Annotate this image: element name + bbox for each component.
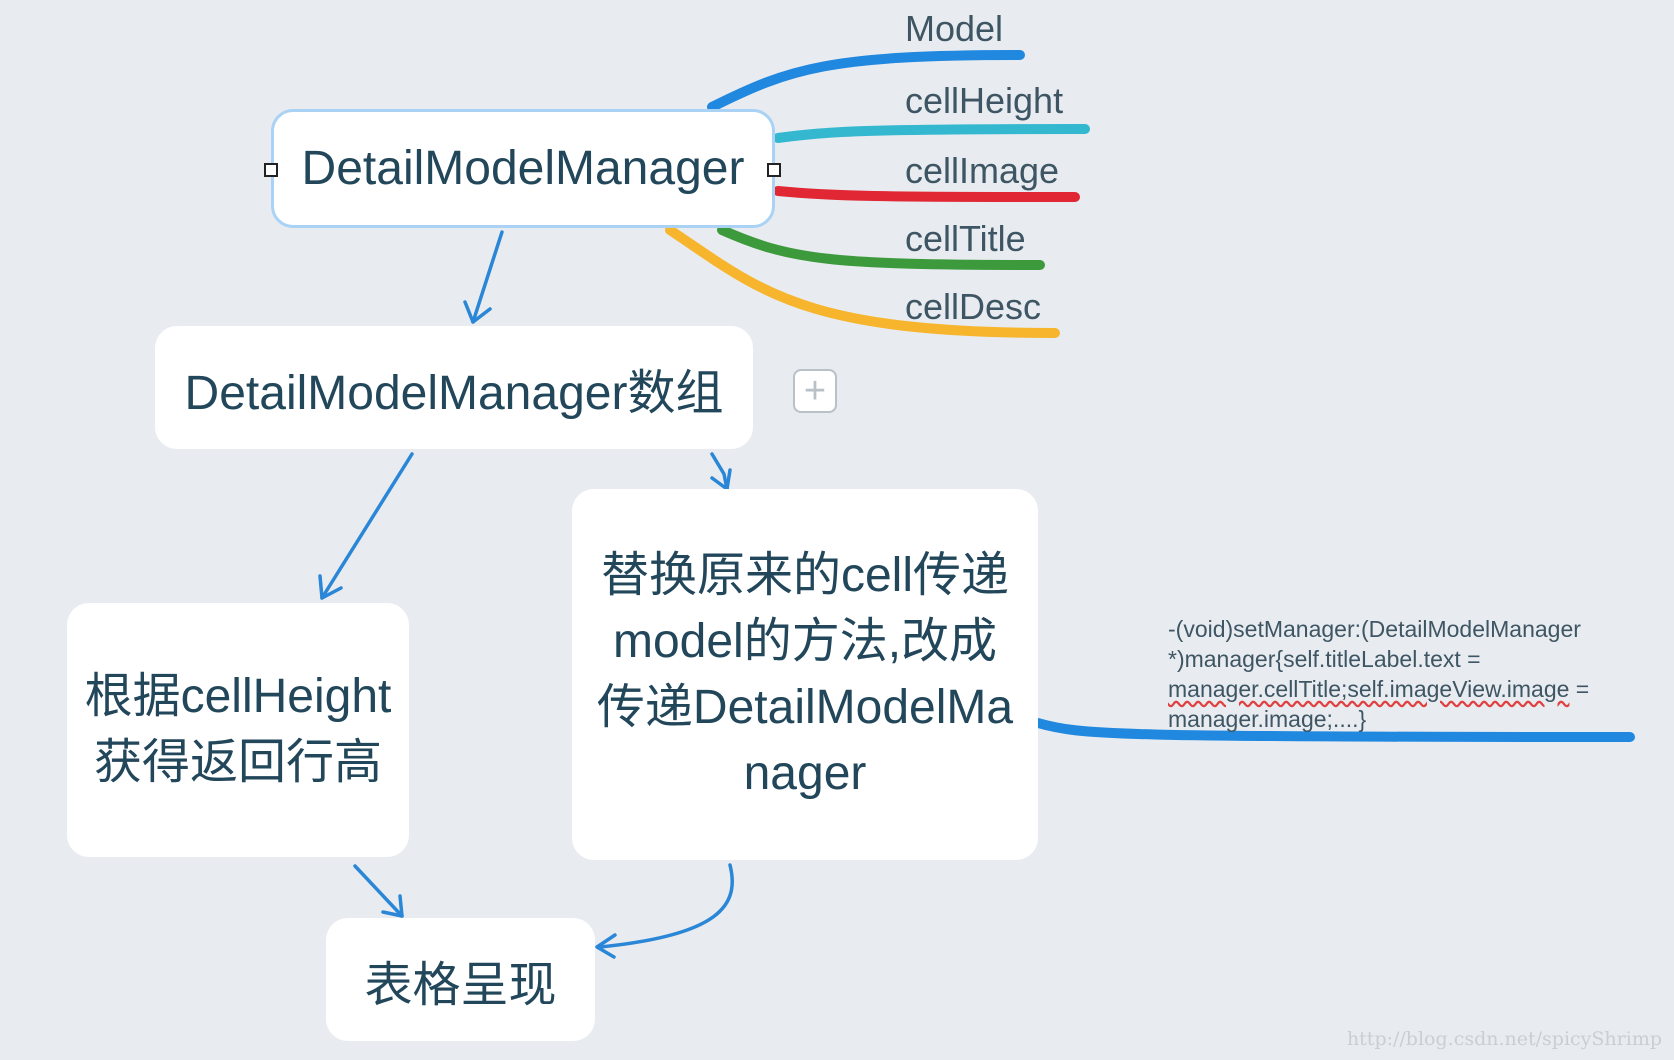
branch-line-cellimage [773,186,1080,202]
arrowhead-replace-to-table [595,933,617,959]
code-line-3-tail: = [1569,676,1590,702]
arrow-array-to-height [320,452,414,600]
table-topic-label: 表格呈现 [364,958,557,1012]
code-line-2: *)manager{self.titleLabel.text = [1168,646,1481,672]
watermark: http://blog.csdn.net/spicyShrimp [1346,1028,1662,1050]
arrow-replace-to-table [598,863,734,949]
branch-label-cellheight[interactable]: cellHeight [905,80,1064,121]
branch-label-celldesc[interactable]: cellDesc [905,286,1042,327]
arrowhead-array-to-height [318,574,343,600]
code-note[interactable]: -(void)setManager:(DetailModelManager *)… [1168,614,1608,734]
branch-line-celltitle [717,225,1045,270]
arrow-root-to-array [471,230,504,324]
arrow-height-to-table [353,864,404,918]
height-topic-label: 根据cellHeight获得返回行高 [84,670,392,789]
code-note-connector [1033,718,1635,742]
branch-label-celltitle[interactable]: cellTitle [905,218,1026,259]
branch-line-model [707,50,1025,112]
branch-line-cellheight [773,124,1090,143]
selection-handle-left[interactable] [264,163,278,177]
replace-topic-node[interactable]: 替换原来的cell传递model的方法,改成传递DetailModelManag… [572,489,1038,860]
branch-label-cellimage[interactable]: cellImage [905,150,1060,191]
arrowhead-array-to-replace [710,468,732,491]
expand-button[interactable]: + [793,369,837,413]
branch-line-celldesc [665,225,1060,338]
height-topic-node[interactable]: 根据cellHeight获得返回行高 [67,603,409,857]
code-line-3: manager.cellTitle;self.imageView.image = [1168,674,1608,704]
arrow-array-to-replace [710,452,729,491]
table-topic-node[interactable]: 表格呈现 [326,918,595,1041]
code-line-3-underlined: manager.cellTitle;self.imageView.image [1168,676,1570,702]
arrowhead-height-to-table [381,894,404,918]
root-topic-node[interactable]: DetailModelManager [271,109,775,228]
plus-icon: + [803,370,827,412]
root-topic-label: DetailModelManager [301,142,745,195]
replace-topic-label: 替换原来的cell传递model的方法,改成传递DetailModelManag… [596,548,1014,800]
branch-label-model[interactable]: Model [905,8,1004,49]
array-topic-label: DetailModelManager数组 [184,366,724,420]
array-topic-node[interactable]: DetailModelManager数组 [155,326,753,449]
arrowhead-root-to-array [463,300,492,324]
code-line-4: manager.image;....} [1168,706,1367,732]
code-line-1: -(void)setManager:(DetailModelManager [1168,616,1581,642]
selection-handle-right[interactable] [767,163,781,177]
